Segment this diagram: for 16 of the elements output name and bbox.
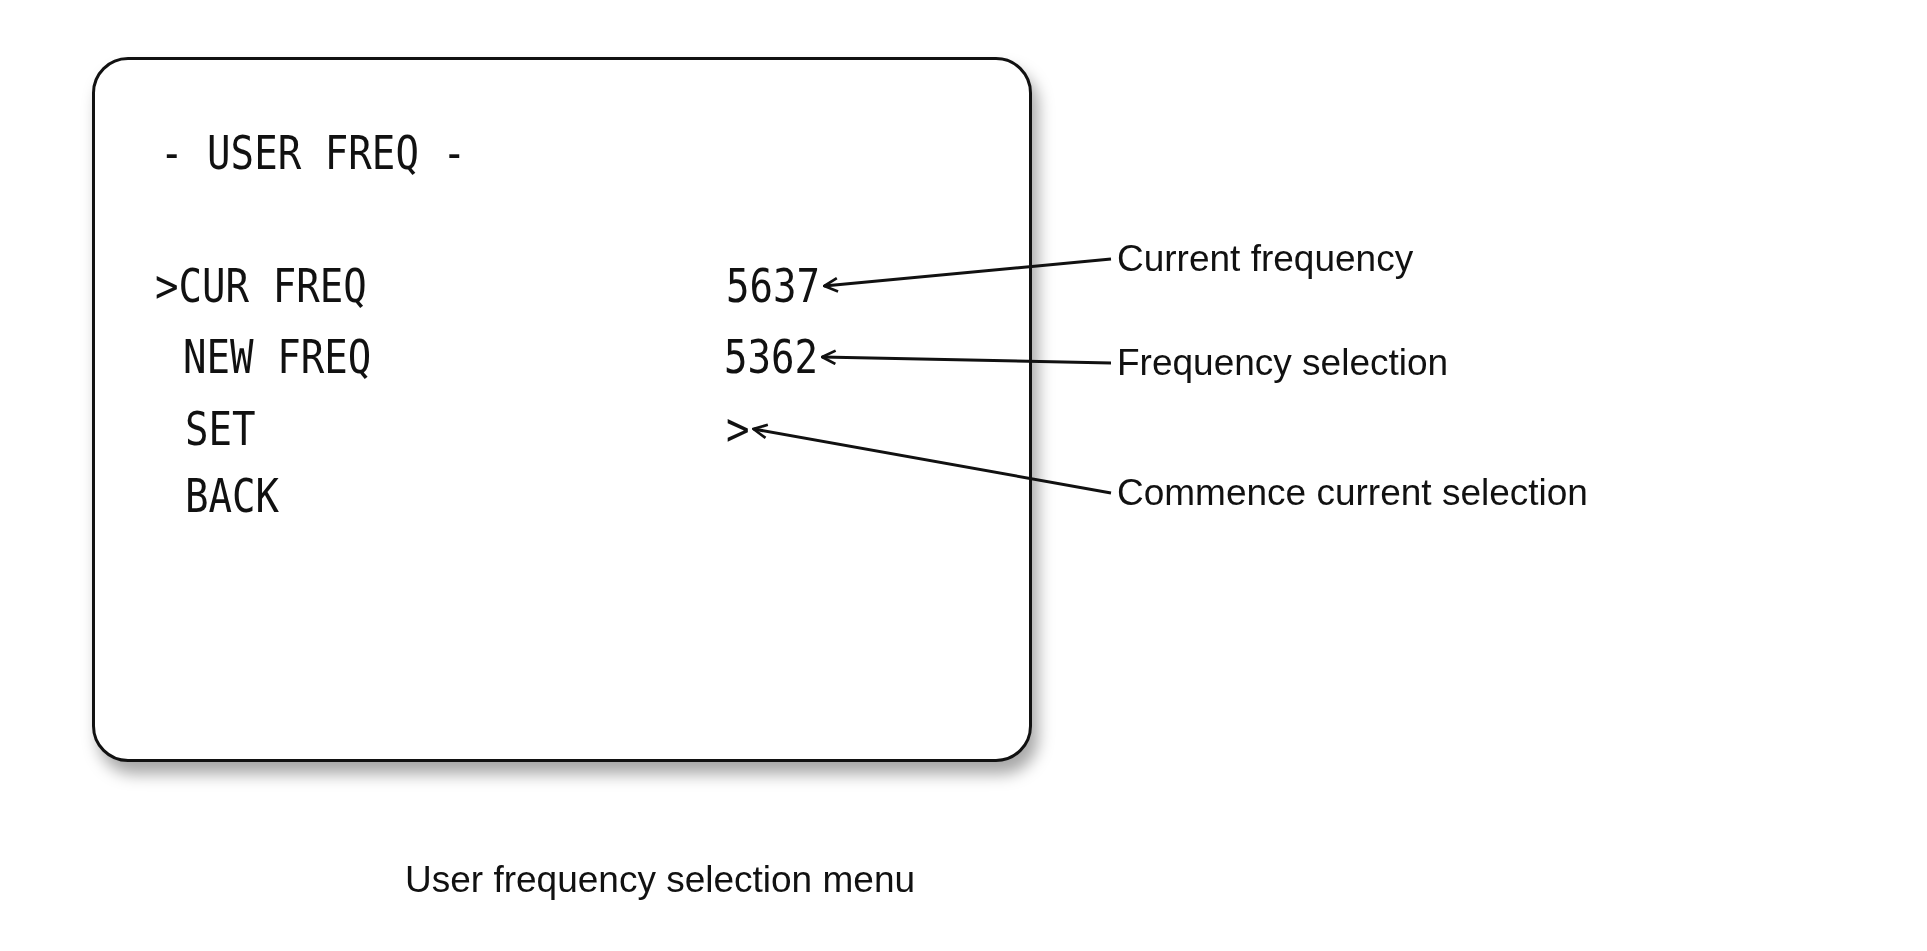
leader-line [752,423,1112,495]
menu-value: > [726,402,750,456]
menu-item: NEW FREQ [183,330,372,384]
leader-line [822,257,1112,293]
screen-panel [92,57,1032,762]
menu-item: >CUR FREQ [155,259,367,313]
leader-line [820,349,1112,366]
callout-text: Commence current selection [1117,472,1588,514]
menu-item: SET [185,402,256,456]
callout-text: Frequency selection [1117,342,1449,384]
menu-title: - USER FREQ - [160,126,467,180]
caption: User frequency selection menu [405,859,916,901]
menu-value: 5637 [726,259,821,313]
callout-text: Current frequency [1117,238,1414,280]
menu-value: 5362 [724,330,819,384]
menu-item: BACK [185,469,280,523]
